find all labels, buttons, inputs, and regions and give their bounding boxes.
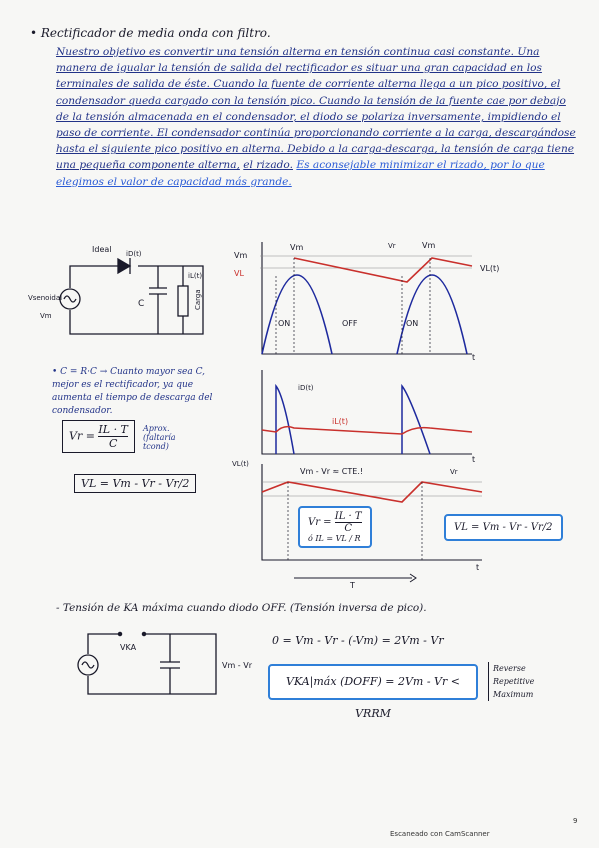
vrrm-bracket: Reverse Repetitive Maximum — [488, 662, 534, 701]
id-label: iD(t) — [298, 384, 314, 392]
vka-label: VKA — [120, 643, 137, 652]
mid-numerator: IL · T — [334, 511, 362, 523]
approx-note: Aprox. (faltaría tcond) — [143, 424, 176, 451]
ideal-label: Ideal — [92, 245, 111, 254]
mid-formula-box: Vr = IL · T C ó IL = VL / R — [298, 506, 372, 548]
diode-current-label: iD(t) — [126, 250, 142, 258]
vl-formula: VL = Vm - Vr - Vr/2 — [74, 474, 197, 493]
vm-vr-label: Vm - Vr — [222, 661, 253, 670]
page-title: • Rectificador de media onda con filtro. — [30, 26, 271, 40]
source-label: Vsenoidal — [28, 294, 62, 302]
mid-line2: ó IL = VL / R — [308, 534, 361, 543]
right-formula-box: VL = Vm - Vr - Vr/2 — [444, 514, 563, 541]
off-label: OFF — [342, 319, 358, 328]
vr-label: Vr — [388, 242, 396, 250]
peak2-label: Vm — [422, 241, 435, 250]
ripple-graph: VL(t) Vm - Vr ≈ CTE.! Vr t T — [232, 460, 483, 588]
t-axis-label: t — [472, 353, 475, 362]
vl-axis-label: VL — [234, 269, 244, 278]
ripple-formula: Vr = IL · T C — [62, 420, 135, 453]
bracket-maximum: Maximum — [493, 690, 534, 699]
paragraph-conclusion: Es aconsejable minimizar el rizado, por … — [56, 159, 545, 188]
on2-label: ON — [406, 319, 418, 328]
vr-denominator: C — [108, 437, 118, 450]
il-label: iL(t) — [332, 417, 348, 426]
page-mark: 9 — [573, 817, 578, 825]
capacitor-label: C — [138, 299, 144, 309]
rectifier-circuit: Ideal iD(t) Vsenoidal Vm C iL(t) Carga — [28, 245, 204, 335]
vr3-label: Vr — [450, 468, 458, 476]
load-label: Carga — [194, 289, 202, 310]
vl3-label: VL(t) — [232, 460, 249, 468]
vm-label: Vm — [40, 312, 52, 320]
voltage-graph: Vm VL Vm Vr Vm VL(t) ON OFF ON t — [234, 241, 499, 362]
capacity-note: • C = R·C → Cuanto mayor sea C, mejor es… — [52, 367, 213, 416]
period-label: T — [349, 581, 355, 588]
paragraph-text: Nuestro objetivo es convertir una tensió… — [56, 46, 576, 172]
kirchhoff-equation: 0 = Vm - Vr - (-Vm) = 2Vm - Vr — [272, 634, 444, 647]
section-heading: - Tensión de KA máxima cuando diodo OFF.… — [56, 602, 427, 614]
vrrm-formula-box: VKA|máx (DOFF) = 2Vm - Vr < VRRM — [268, 664, 478, 720]
vm-axis-label: Vm — [234, 251, 247, 260]
t3-axis-label: t — [476, 563, 479, 572]
cte-label: Vm - Vr ≈ CTE.! — [300, 467, 363, 476]
intro-paragraph: Nuestro objetivo es convertir una tensió… — [56, 44, 576, 190]
mid-denominator: C — [344, 523, 352, 534]
ripple-term: el rizado. — [243, 159, 293, 172]
vl-t-label: VL(t) — [480, 264, 499, 273]
vr-symbol: Vr — [69, 429, 83, 443]
kavolt-circuit: VKA Vm - Vr — [77, 631, 253, 695]
current-graph: iD(t) iL(t) t — [261, 370, 475, 464]
load-current-label: iL(t) — [188, 272, 202, 280]
bracket-reverse: Reverse — [493, 664, 526, 673]
peak1-label: Vm — [290, 243, 303, 252]
bracket-repetitive: Repetitive — [493, 677, 535, 686]
vr-numerator: IL · T — [98, 423, 128, 437]
t2-axis-label: t — [472, 455, 475, 464]
scanner-footer: Escaneado con CamScanner — [390, 830, 490, 838]
on1-label: ON — [278, 319, 290, 328]
mid-lhs: Vr = — [308, 517, 332, 528]
